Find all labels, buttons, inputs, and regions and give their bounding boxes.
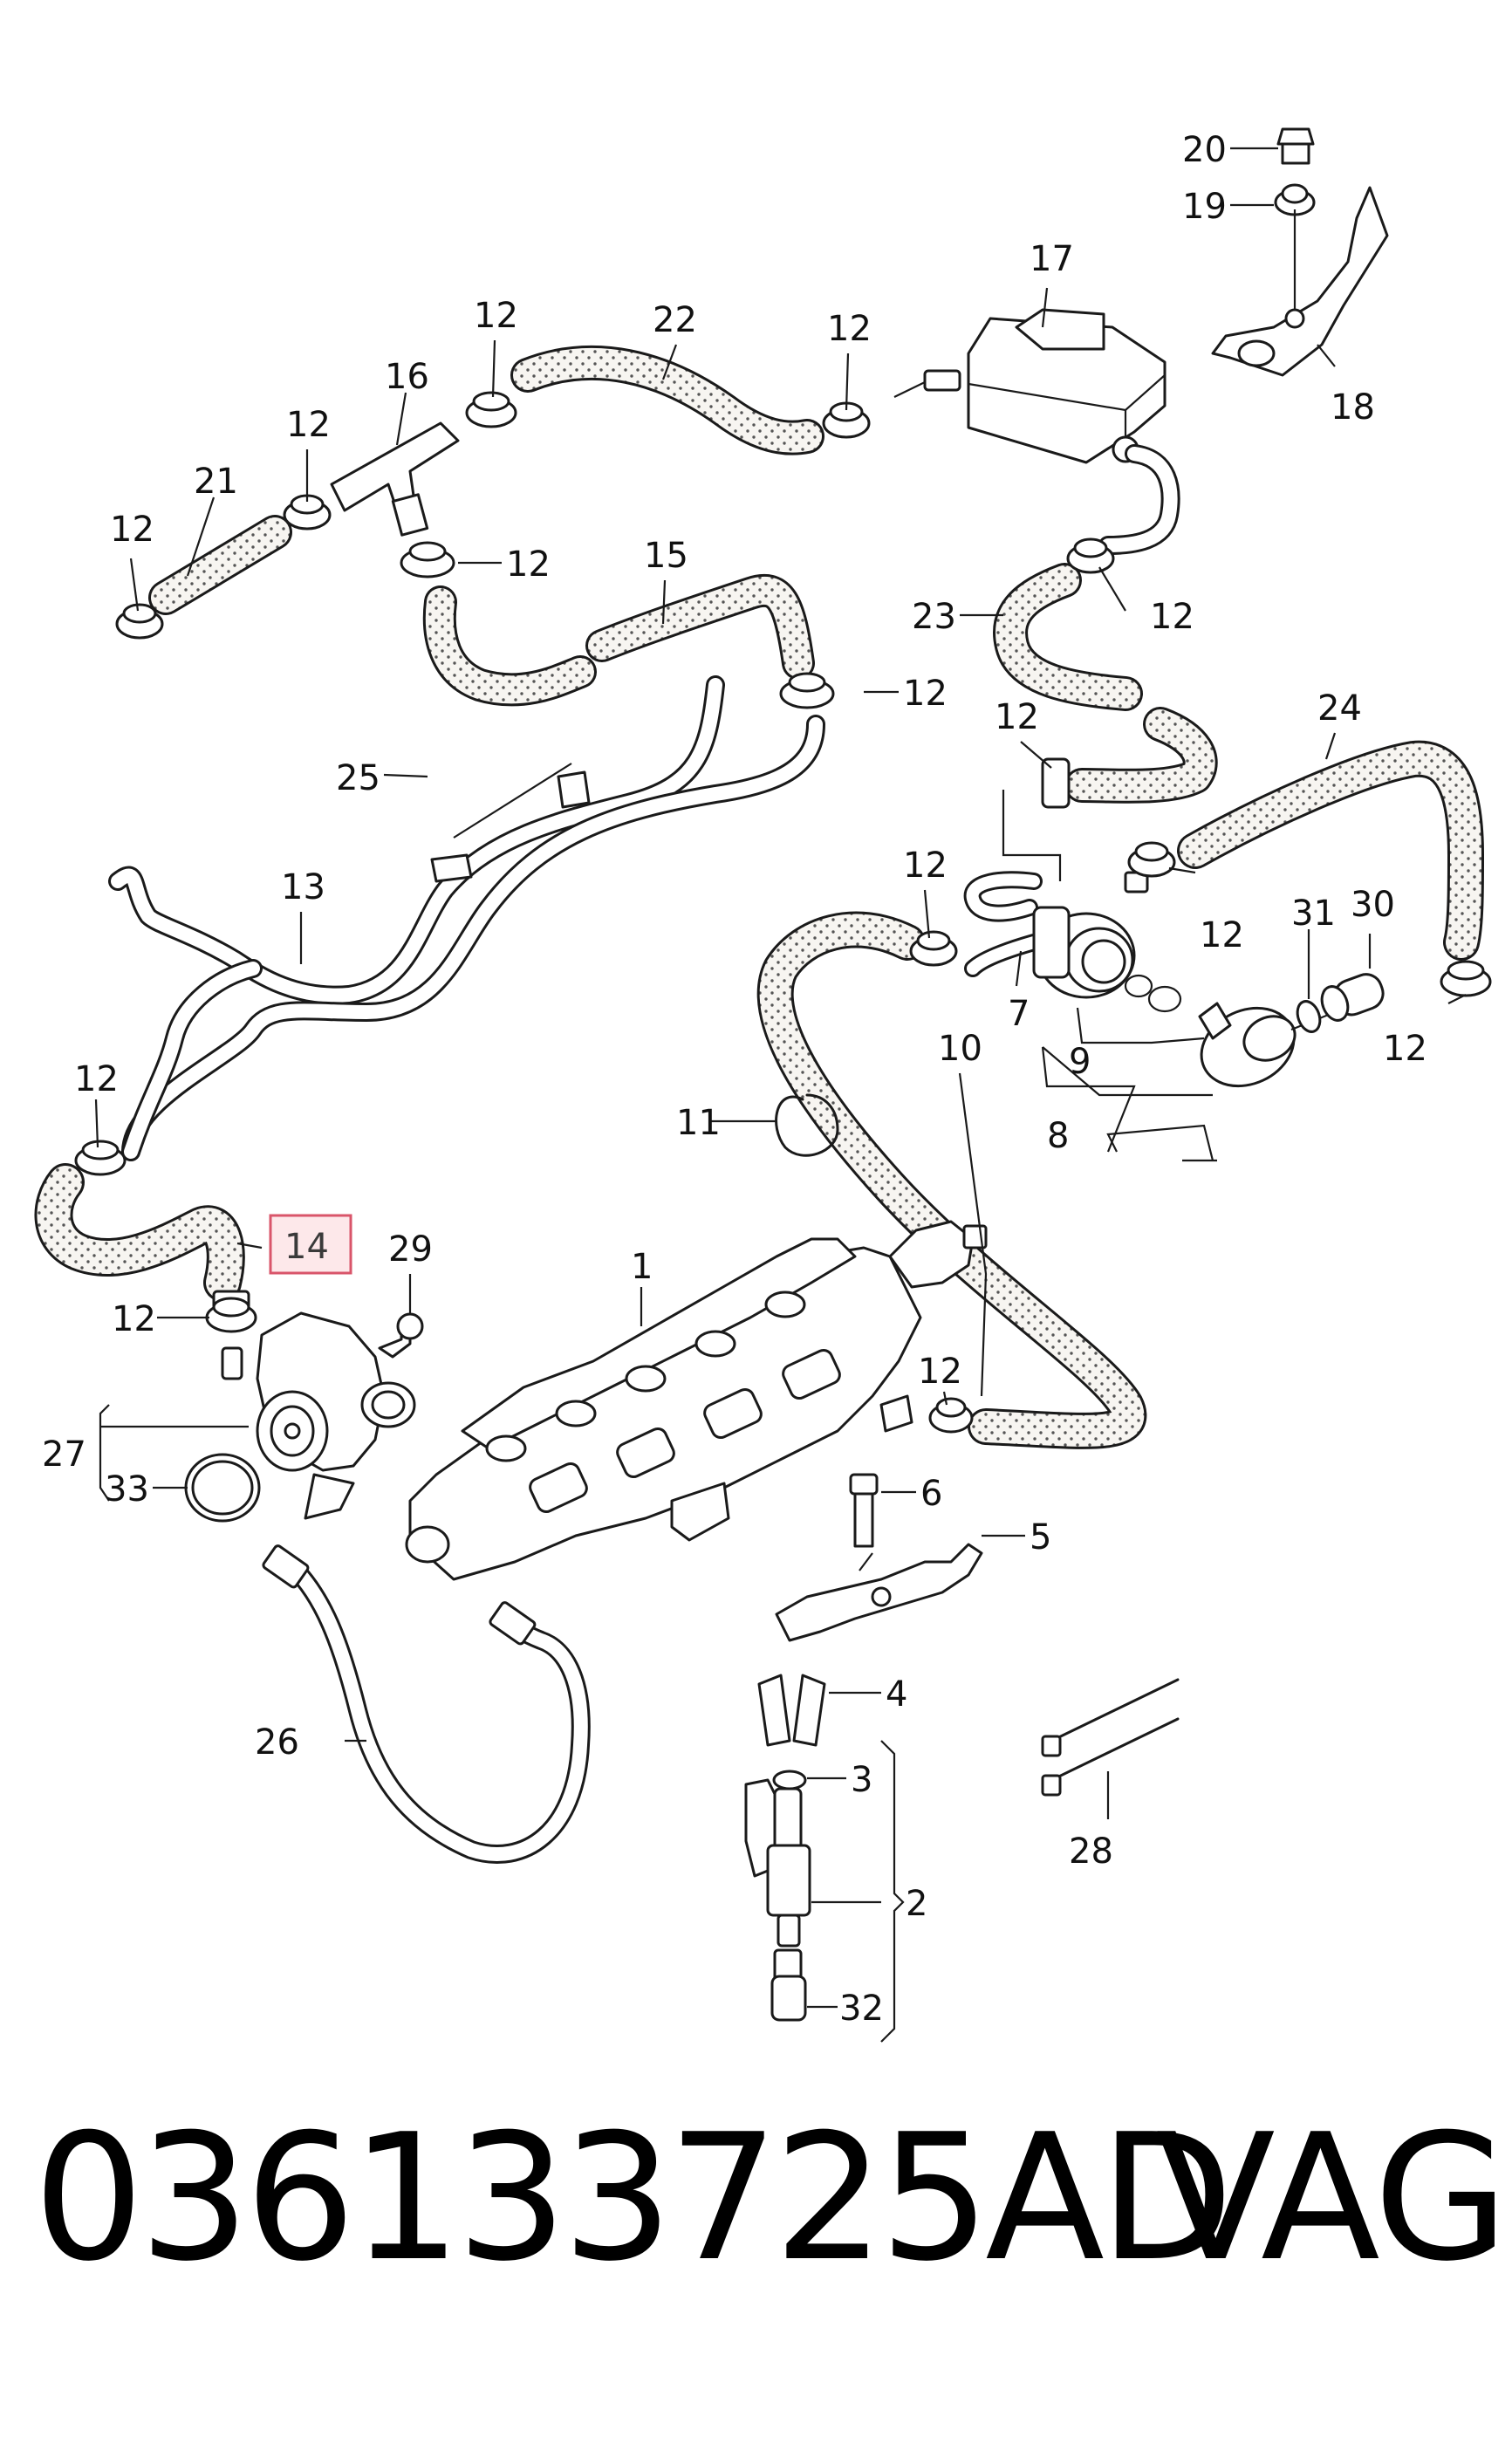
clamp-12 [909,930,958,967]
label-10: 10 [938,1029,982,1069]
hose-14 [34,1163,245,1302]
label-24: 24 [1317,688,1362,729]
clamp-12 [400,541,455,579]
label-12: 12 [918,1352,962,1392]
label-3: 3 [851,1760,872,1800]
label-16: 16 [385,357,429,397]
fuel-rail-1 [405,1220,988,1581]
clamp-12 [205,1297,257,1333]
bracket-25 [430,763,591,883]
hose-24 [1177,740,1484,961]
label-18: 18 [1331,387,1375,428]
label-17: 17 [1030,239,1074,279]
label-4: 4 [886,1674,907,1715]
clip-4 [757,1674,826,1747]
clamp-12 [115,603,164,640]
label-22: 22 [653,300,697,340]
label-26: 26 [255,1722,299,1763]
plate-5 [775,1543,983,1642]
sensor-8 [1198,1002,1336,1088]
label-2: 2 [906,1884,927,1924]
pipe-26 [262,1544,591,1864]
components [184,127,1389,2022]
o-ring-33 [184,1453,261,1523]
clamps-12 [74,391,1492,1434]
line-28 [1041,1678,1180,1797]
highlight-box [269,1214,352,1275]
label-11: 11 [676,1103,721,1143]
hose-15 [422,574,815,707]
label-31: 31 [1291,893,1336,934]
label-12: 12 [1150,597,1194,637]
label-12: 12 [903,674,948,714]
label-28: 28 [1069,1831,1113,1872]
label-13: 13 [281,867,325,907]
label-12: 12 [827,309,872,349]
label-12: 12 [474,296,518,336]
valve-unit-17 [893,308,1180,555]
seal-3 [772,1770,807,1790]
label-12: 12 [506,544,551,585]
label-32: 32 [839,1989,884,2029]
label-25: 25 [336,758,380,798]
label-33: 33 [105,1469,149,1510]
clamp-12 [928,1397,974,1434]
brand-name: VAG [1156,2097,1509,2300]
label-27: 27 [42,1434,86,1475]
clamp-12 [1127,841,1176,878]
clamp-12 [779,672,835,709]
leader-lines [94,147,1467,2043]
t-piece-16 [330,421,460,537]
label-12: 12 [995,697,1039,737]
cap-30 [1320,973,1385,1022]
label-5: 5 [1030,1517,1051,1558]
valve-9 [1032,871,1182,1013]
label-14: 14 [284,1227,329,1267]
hose-10 [756,911,1147,1449]
exploded-parts-diagram: 20 19 17 18 12 22 12 16 12 21 12 12 15 2… [34,127,1492,2043]
clamp-12 [1041,757,1071,809]
clamp-12 [1066,537,1115,574]
callout-labels: 20 19 17 18 12 22 12 16 12 21 12 12 15 2… [42,130,1427,2029]
bracket-18 [1211,186,1389,377]
clamp-12 [465,391,517,428]
cap-32 [770,1975,807,2022]
connector-7 [963,871,1043,977]
clamp-12 [1440,960,1492,997]
hose-21 [148,515,292,615]
part-number: 036133725AD [33,2097,1234,2300]
rigid-pipes [108,675,1180,1864]
label-12: 12 [1383,1029,1427,1069]
bolt-6 [849,1473,879,1548]
clamp-12 [74,1140,127,1176]
label-20: 20 [1182,130,1227,170]
bolt-29 [378,1312,424,1359]
label-12: 12 [112,1299,156,1339]
label-23: 23 [912,597,956,637]
hoses [34,345,1484,1449]
label-12: 12 [110,510,154,550]
pipe-13 [108,675,825,1161]
label-21: 21 [194,462,238,502]
ring-31 [1296,1000,1322,1033]
label-9: 9 [1069,1042,1091,1082]
label-7: 7 [1008,994,1030,1034]
hose-23 [993,563,1218,804]
label-30: 30 [1351,885,1395,925]
injector-2 [744,1778,811,1982]
hose-22 [510,345,824,455]
label-6: 6 [920,1474,942,1514]
label-8: 8 [1047,1116,1069,1156]
label-29: 29 [388,1229,433,1270]
label-12: 12 [286,405,331,445]
label-19: 19 [1182,187,1227,227]
label-1: 1 [631,1247,653,1287]
bolt-20 [1276,127,1315,165]
label-12: 12 [1200,915,1244,955]
label-12: 12 [903,846,948,886]
label-15: 15 [644,536,688,576]
label-12: 12 [74,1059,119,1099]
circlip-11 [775,1093,839,1157]
